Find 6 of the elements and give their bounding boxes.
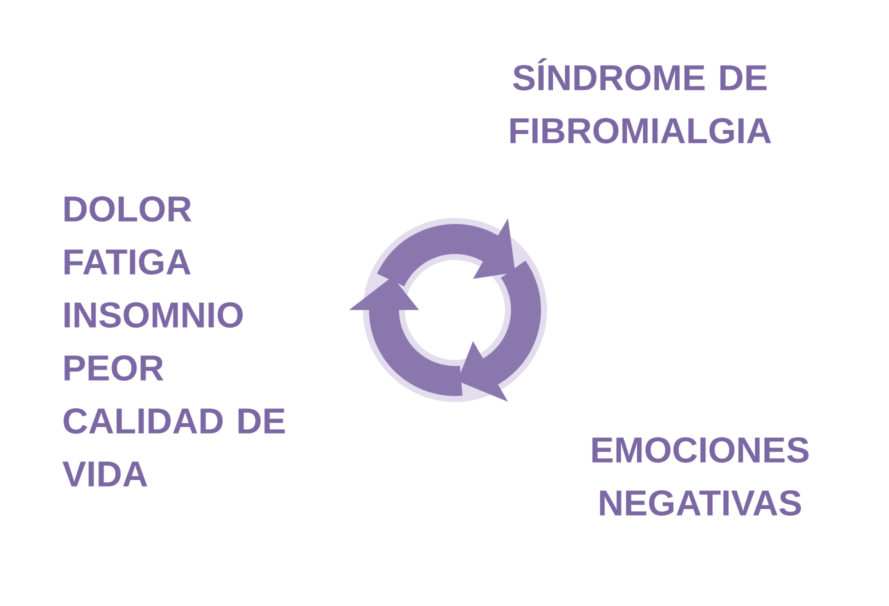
label: INSOMNIO (64, 302, 243, 328)
label: EMOCIONES NEGATIVAS (592, 437, 809, 516)
label: SÍNDROME DE FIBROMIALGIA (510, 58, 772, 144)
label: PEOR CALIDAD DE VIDA (62, 355, 285, 486)
label: FATIGA (64, 249, 191, 275)
label: DOLOR (64, 196, 192, 222)
